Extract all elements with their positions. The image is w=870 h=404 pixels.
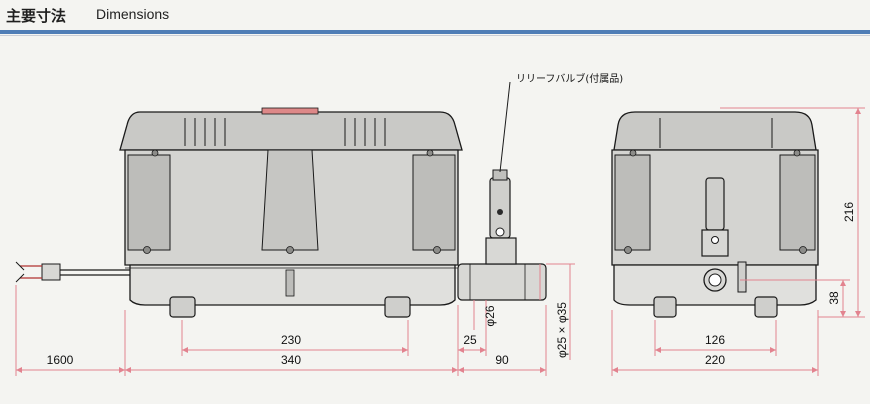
front-view [15, 107, 547, 318]
header-rule [0, 30, 870, 34]
dim-height: 216 [842, 202, 856, 222]
dim-side-inner-width: 126 [705, 333, 725, 347]
dim-side-width: 220 [705, 353, 725, 367]
section-title-en: Dimensions [96, 6, 170, 22]
relief-valve-label: リリーフバルブ(付属品) [516, 72, 623, 85]
dim-outlet-diameter: φ26 [483, 305, 497, 326]
header-rule-thin [0, 35, 870, 36]
callout-leader [499, 81, 511, 173]
section-header: 主要寸法 Dimensions [0, 0, 870, 30]
dimension-lines [15, 107, 865, 376]
dim-body-width: 340 [281, 353, 301, 367]
dim-inner-width: 230 [281, 333, 301, 347]
dim-cord-length: 1600 [47, 353, 74, 367]
dim-pipe-diameter: φ25 × φ35 [555, 302, 569, 358]
dim-outlet-length: 90 [495, 353, 509, 367]
dim-outlet-offset: 25 [463, 333, 477, 347]
side-view [611, 111, 819, 318]
section-title-jp: 主要寸法 [6, 7, 67, 25]
dim-outlet-height: 38 [827, 291, 841, 305]
